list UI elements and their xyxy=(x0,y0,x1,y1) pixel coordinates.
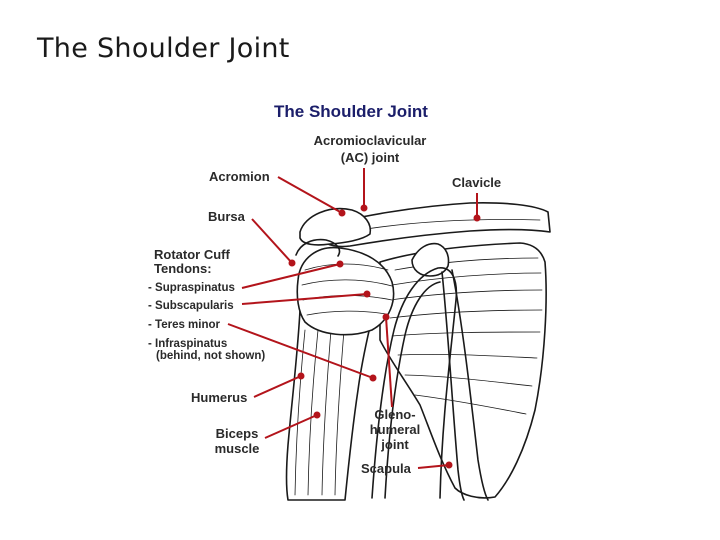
label-subscapularis: - Subscapularis xyxy=(148,300,234,312)
label-rotator-cuff-line1: Rotator Cuff xyxy=(154,247,230,262)
label-scapula: Scapula xyxy=(361,461,412,476)
label-supraspinatus: - Supraspinatus xyxy=(148,282,235,294)
scapula-shape xyxy=(379,242,547,499)
clavicle-shape xyxy=(317,202,551,248)
label-glenohumeral-line1: Gleno- xyxy=(374,407,415,422)
label-teres-minor: - Teres minor xyxy=(148,319,221,331)
pointers xyxy=(227,168,481,469)
label-rotator-cuff-line2: Tendons: xyxy=(154,261,212,276)
label-infraspinatus-line1: - Infraspinatus xyxy=(148,338,227,350)
label-glenohumeral-line2: humeral xyxy=(370,422,421,437)
humerus-striations xyxy=(294,329,345,496)
bursa-shape xyxy=(295,238,341,257)
scapula-striations xyxy=(389,257,543,415)
label-ac-joint-line1: Acromioclavicular xyxy=(314,133,427,148)
label-glenohumeral-line3: joint xyxy=(380,437,409,452)
humeral-head-shape xyxy=(296,246,395,336)
slide-title: The Shoulder Joint xyxy=(37,33,290,64)
diagram-title: The Shoulder Joint xyxy=(274,102,428,121)
acromion-shape xyxy=(299,208,372,246)
label-ac-joint-line2: (AC) joint xyxy=(341,150,400,165)
label-biceps-line1: Biceps xyxy=(216,426,259,441)
label-infraspinatus-line2: (behind, not shown) xyxy=(156,350,265,362)
anatomy-illustration xyxy=(285,202,551,501)
label-biceps-line2: muscle xyxy=(215,441,260,456)
biceps-tendon-shape xyxy=(371,267,458,499)
label-bursa: Bursa xyxy=(208,209,246,224)
label-acromion: Acromion xyxy=(209,169,270,184)
label-humerus: Humerus xyxy=(191,390,247,405)
label-clavicle: Clavicle xyxy=(452,175,501,190)
humerus-shape xyxy=(285,309,373,501)
long-tendon-shape xyxy=(451,269,489,501)
